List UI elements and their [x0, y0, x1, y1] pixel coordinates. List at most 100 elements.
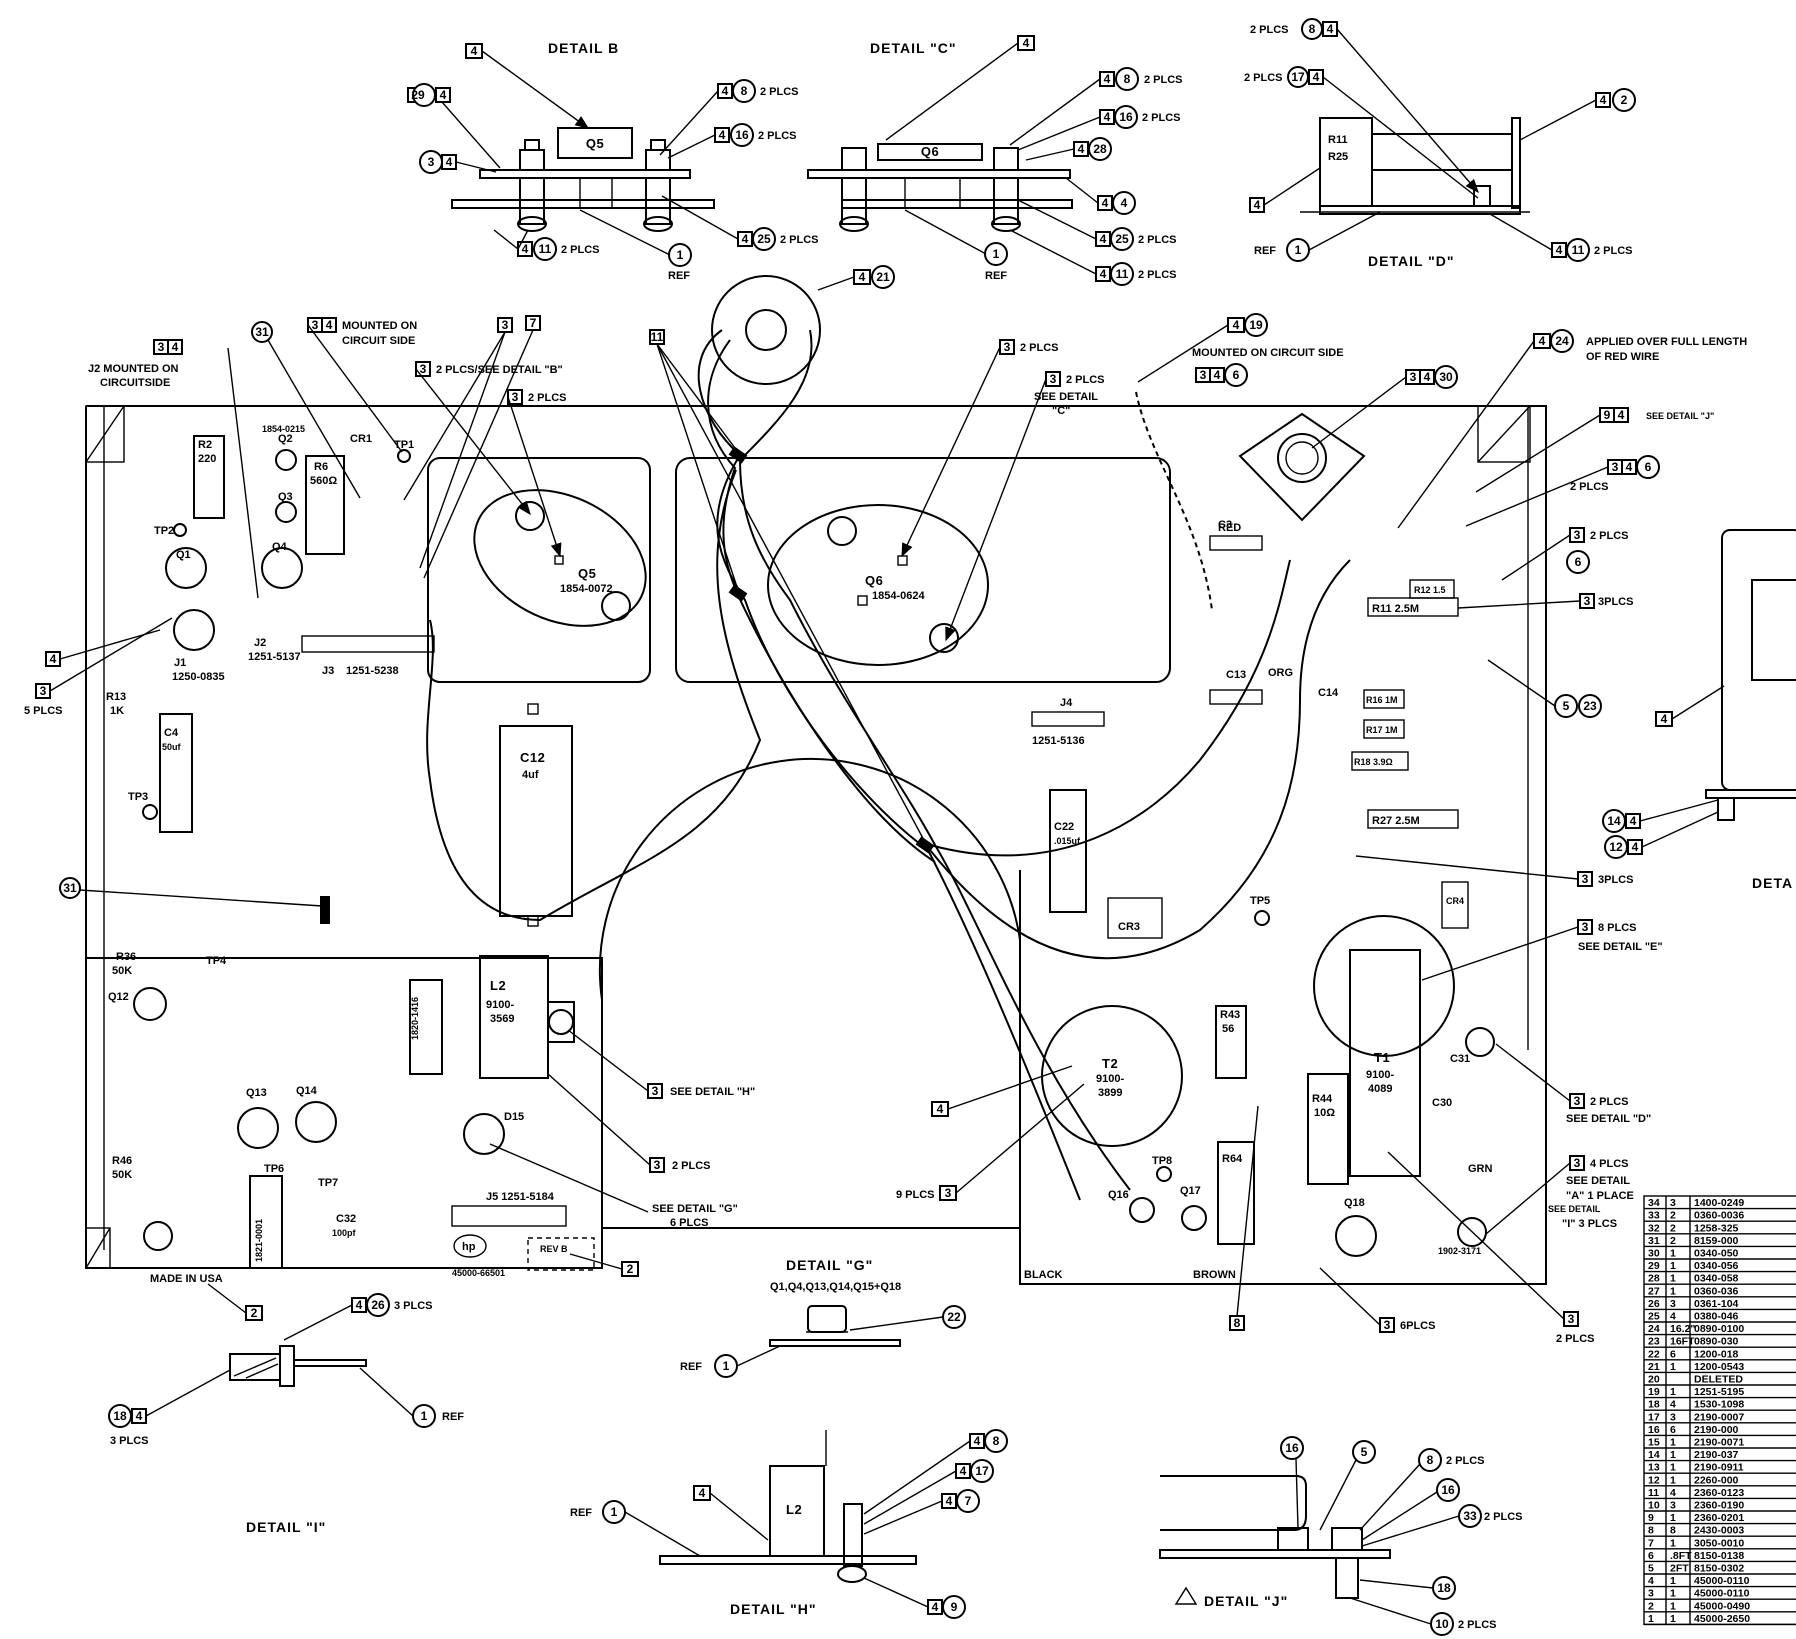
svg-text:4: 4	[1632, 840, 1639, 854]
svg-text:C4: C4	[164, 727, 179, 739]
svg-text:GRN: GRN	[1468, 1163, 1493, 1175]
parts-table-qty: 3	[1670, 1500, 1676, 1512]
svg-text:R6: R6	[314, 461, 328, 473]
parts-table-qty: 16FT	[1670, 1336, 1695, 1348]
svg-text:4: 4	[1600, 93, 1607, 107]
parts-table-qty: 2	[1670, 1210, 1676, 1222]
svg-text:1821-0001: 1821-0001	[254, 1219, 264, 1262]
svg-text:2 PLCS: 2 PLCS	[1556, 1333, 1595, 1345]
svg-text:"I" 3 PLCS: "I" 3 PLCS	[1562, 1218, 1617, 1230]
svg-text:8: 8	[1427, 1453, 1434, 1467]
parts-table-item: 6	[1648, 1550, 1654, 1562]
parts-table-partno: 0340-056	[1694, 1260, 1739, 1272]
svg-text:T1: T1	[1374, 1050, 1390, 1065]
parts-table-item: 26	[1648, 1298, 1660, 1310]
svg-text:7: 7	[530, 316, 537, 330]
detail-e-edge: 4 14 4 12 4 DETA	[1602, 529, 1796, 891]
svg-text:CR1: CR1	[350, 433, 372, 445]
parts-table-partno: DELETED	[1694, 1374, 1743, 1386]
svg-text:Q6: Q6	[865, 573, 883, 588]
svg-text:4: 4	[722, 84, 729, 98]
svg-text:9100-: 9100-	[1366, 1069, 1394, 1081]
svg-text:4: 4	[937, 1102, 944, 1116]
svg-text:4: 4	[859, 270, 866, 284]
parts-table-qty: 6	[1670, 1424, 1676, 1436]
svg-text:2 PLCS/SEE DETAIL "B": 2 PLCS/SEE DETAIL "B"	[436, 364, 563, 376]
parts-table-qty: 4	[1670, 1399, 1676, 1411]
svg-text:2: 2	[1621, 93, 1628, 107]
parts-table-partno: 1258-325	[1694, 1222, 1739, 1234]
svg-text:2 PLCS: 2 PLCS	[561, 244, 600, 256]
parts-table-qty: 1	[1670, 1260, 1676, 1272]
svg-text:3: 3	[1004, 340, 1011, 354]
svg-text:3899: 3899	[1098, 1087, 1122, 1099]
parts-table-item: 24	[1648, 1323, 1660, 1335]
svg-text:8: 8	[993, 1434, 1000, 1448]
svg-text:R13: R13	[106, 691, 126, 703]
parts-table-qty: .8FT	[1670, 1550, 1692, 1562]
parts-table-item: 32	[1648, 1222, 1660, 1234]
svg-text:6 PLCS: 6 PLCS	[670, 1217, 709, 1229]
parts-table-qty: 1	[1670, 1449, 1676, 1461]
parts-table-partno: 2360-0123	[1694, 1487, 1744, 1499]
svg-text:CIRCUIT SIDE: CIRCUIT SIDE	[342, 335, 415, 347]
svg-text:Q5: Q5	[578, 566, 596, 581]
parts-table-partno: 2190-0071	[1694, 1437, 1744, 1449]
parts-table-qty: 2	[1670, 1222, 1676, 1234]
svg-text:Q4: Q4	[272, 541, 288, 553]
svg-text:4: 4	[1327, 22, 1334, 36]
detail-g-view: DETAIL "G" Q1,Q4,Q13,Q14,Q15+Q18 22 REF …	[680, 1257, 966, 1378]
svg-text:SEE DETAIL: SEE DETAIL	[1548, 1204, 1601, 1214]
svg-text:4089: 4089	[1368, 1083, 1392, 1095]
parts-table-partno: 0360-036	[1694, 1285, 1739, 1297]
parts-table-qty: 1	[1670, 1537, 1676, 1549]
svg-text:4: 4	[1556, 243, 1563, 257]
svg-text:4: 4	[136, 1409, 143, 1423]
svg-text:3: 3	[1574, 1094, 1581, 1108]
parts-table-item: 29	[1648, 1260, 1660, 1272]
detail-c-view: DETAIL "C" 4 4 8 2 PLCS 4 16 2 PLCS 4 28…	[807, 35, 1183, 286]
detail-b-view: DETAIL B 4 29 4 3 4 4 8 2 PLCS 4 16 2 PL…	[407, 40, 819, 282]
parts-table-qty: 1	[1670, 1588, 1676, 1600]
svg-text:3 PLCS: 3 PLCS	[110, 1435, 149, 1447]
svg-text:Q5: Q5	[586, 136, 604, 151]
svg-text:4: 4	[1618, 408, 1625, 422]
parts-table-item: 20	[1648, 1374, 1660, 1386]
svg-text:R16 1M: R16 1M	[1366, 695, 1398, 705]
parts-table-item: 1	[1648, 1613, 1654, 1625]
svg-text:16: 16	[1285, 1441, 1299, 1455]
svg-text:R17 1M: R17 1M	[1366, 725, 1398, 735]
parts-table-item: 31	[1648, 1235, 1660, 1247]
parts-table-partno: 45000-2650	[1694, 1613, 1750, 1625]
svg-text:TP2: TP2	[154, 525, 174, 537]
svg-text:APPLIED OVER FULL LENGTH: APPLIED OVER FULL LENGTH	[1586, 336, 1747, 348]
parts-table-partno: 2430-0003	[1694, 1525, 1744, 1537]
svg-text:2 PLCS: 2 PLCS	[1244, 72, 1283, 84]
svg-text:2 PLCS: 2 PLCS	[780, 234, 819, 246]
svg-text:4: 4	[1539, 334, 1546, 348]
svg-text:4: 4	[1102, 196, 1109, 210]
svg-text:C12: C12	[520, 750, 545, 765]
svg-text:3: 3	[420, 362, 427, 376]
svg-text:8: 8	[1124, 72, 1131, 86]
parts-table-item: 18	[1648, 1399, 1660, 1411]
svg-text:9 PLCS: 9 PLCS	[896, 1189, 935, 1201]
parts-table-item: 34	[1648, 1197, 1660, 1209]
parts-table-partno: 45000-0110	[1694, 1575, 1750, 1587]
svg-text:J2: J2	[254, 637, 266, 649]
parts-table-item: 28	[1648, 1273, 1660, 1285]
svg-text:TP6: TP6	[264, 1163, 284, 1175]
svg-text:5 PLCS: 5 PLCS	[24, 705, 63, 717]
svg-text:18: 18	[113, 1409, 127, 1423]
parts-table-qty: 16.2"	[1670, 1323, 1695, 1335]
svg-text:4: 4	[50, 652, 57, 666]
svg-text:4: 4	[974, 1434, 981, 1448]
svg-text:T2: T2	[1102, 1056, 1118, 1071]
svg-text:4: 4	[1023, 36, 1030, 50]
svg-text:4: 4	[1233, 318, 1240, 332]
parts-table-qty: 4	[1670, 1311, 1676, 1323]
svg-text:2 PLCS: 2 PLCS	[1142, 112, 1181, 124]
svg-text:TP3: TP3	[128, 791, 148, 803]
